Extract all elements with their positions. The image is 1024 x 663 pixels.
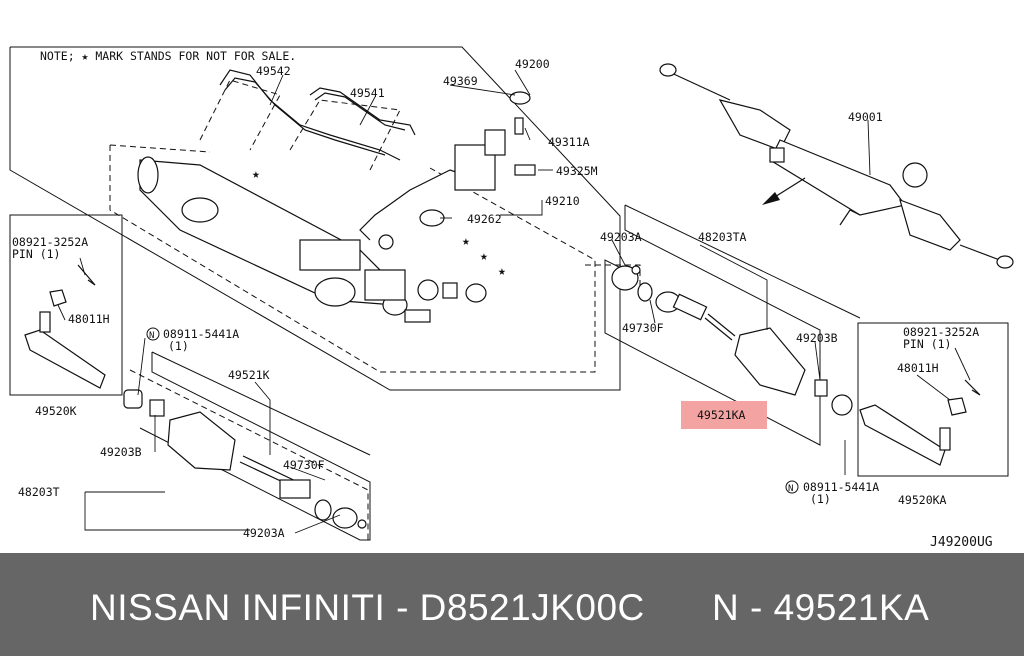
right-tierod-box	[857, 322, 1009, 477]
star-icon: ★	[252, 167, 260, 182]
label-49203A-left: 49203A	[243, 526, 285, 540]
dashed-pipe-box-2	[289, 99, 401, 171]
label-49311A: 49311A	[548, 135, 590, 149]
star-icons: ★ ★ ★ ★	[252, 167, 506, 279]
label-49730F-right: 49730F	[622, 321, 664, 335]
label-49521K: 49521K	[228, 368, 270, 382]
star-icon: ★	[462, 234, 470, 249]
right-tierod-end	[859, 379, 981, 466]
label-49210: 49210	[545, 194, 580, 208]
label-08911-left: 08911-5441A	[163, 327, 239, 341]
label-48011H-left: 48011H	[68, 312, 110, 326]
label-qty-right: (1)	[810, 492, 831, 506]
label-49369: 49369	[443, 74, 478, 88]
diagram-code: J49200UG	[930, 535, 993, 550]
label-pin-right: PIN (1)	[903, 337, 951, 351]
main-frame-outline	[9, 46, 621, 391]
right-rack-assembly	[659, 63, 1014, 269]
leader-lines	[57, 69, 971, 534]
label-49520KA: 49520KA	[898, 493, 947, 507]
label-pin-left: PIN (1)	[12, 247, 60, 261]
dashed-right-upper	[585, 264, 641, 290]
dashed-left-lower	[129, 369, 369, 540]
dashed-pipe-box-1	[199, 79, 281, 151]
left-tierod-box	[9, 214, 123, 396]
valve-housing	[359, 91, 536, 250]
label-08911-right: 08911-5441A	[803, 480, 879, 494]
label-49203B-left: 49203B	[100, 445, 142, 459]
label-49542: 49542	[256, 64, 291, 78]
label-49730F-left: 49730F	[283, 458, 325, 472]
circled-n-symbols	[146, 327, 799, 494]
right-kit-top-line	[624, 204, 861, 319]
label-49541: 49541	[350, 86, 385, 100]
parts-diagram: ★ ★ ★ ★ N N NOTE; ★ MARK STANDS FOR NOT …	[9, 46, 1014, 550]
footer-part-code: N - 49521KA	[712, 587, 930, 628]
starred-small-parts	[417, 279, 487, 303]
label-48203T: 48203T	[18, 485, 60, 499]
hydraulic-pipes	[219, 69, 416, 161]
star-icon: ★	[498, 264, 506, 279]
label-49001: 49001	[848, 110, 883, 124]
right-boot-kit	[611, 265, 853, 416]
right-kit-frame	[604, 205, 821, 446]
label-48011H-right: 48011H	[897, 361, 939, 375]
label-48203TA: 48203TA	[698, 230, 747, 244]
diagram-svg: ★ ★ ★ ★ N N NOTE; ★ MARK STANDS FOR NOT …	[9, 46, 1014, 550]
label-49203B-right: 49203B	[796, 331, 838, 345]
footer-part-number: NISSAN INFINITI - D8521JK00C	[90, 587, 645, 628]
direction-arrow	[762, 177, 806, 205]
dashed-envelope-top	[109, 144, 211, 153]
dashed-envelope	[109, 145, 596, 373]
label-49521KA: 49521KA	[697, 408, 746, 422]
label-qty-left: (1)	[168, 339, 189, 353]
footer-banner: NISSAN INFINITI - D8521JK00C N - 49521KA	[0, 553, 1024, 656]
label-08921-left: 08921-3252A	[12, 235, 88, 249]
label-49262: 49262	[467, 212, 502, 226]
circled-n-icon: N	[788, 484, 793, 494]
label-49325M: 49325M	[556, 164, 598, 178]
left-boot-kit	[149, 399, 367, 529]
star-icon: ★	[480, 249, 488, 264]
label-49520K: 49520K	[35, 404, 77, 418]
label-49200: 49200	[515, 57, 550, 71]
left-tierod-end	[24, 264, 143, 409]
label-49203A-right: 49203A	[600, 230, 642, 244]
note-text: NOTE; ★ MARK STANDS FOR NOT FOR SALE.	[40, 49, 296, 63]
label-08921-right: 08921-3252A	[903, 325, 979, 339]
left-kit-top-line	[151, 351, 371, 456]
steering-rack-main	[137, 156, 431, 323]
circled-n-icon: N	[149, 331, 154, 341]
highlight-box	[681, 401, 767, 429]
